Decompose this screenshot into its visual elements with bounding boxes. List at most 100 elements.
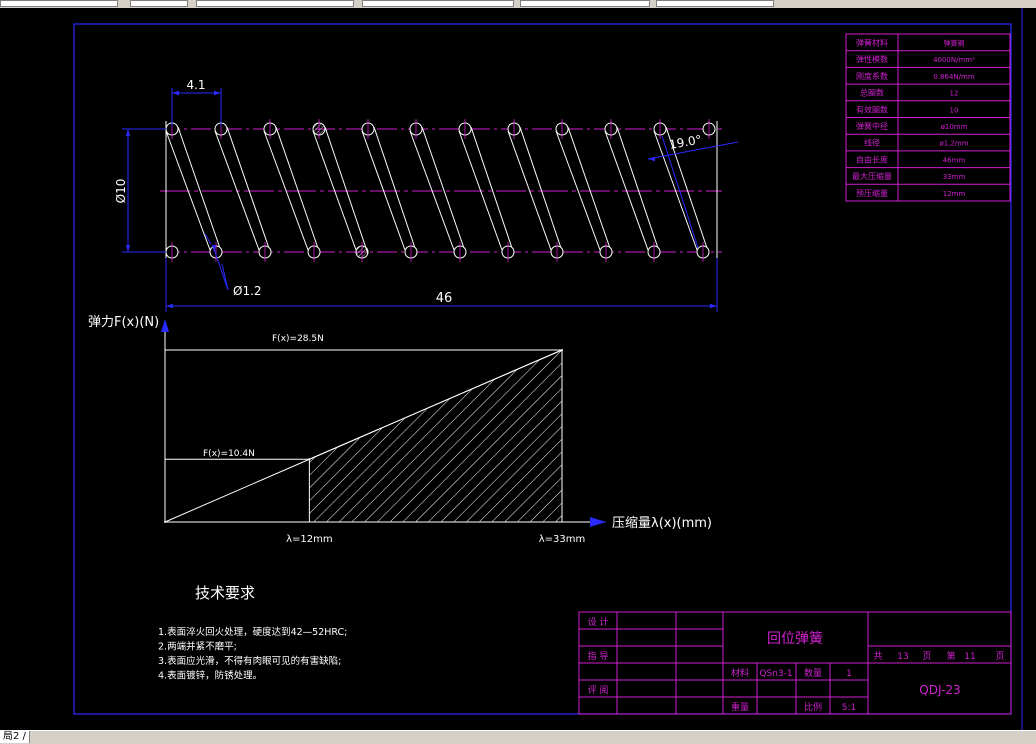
spec-value: 33mm bbox=[943, 173, 966, 181]
spec-value: 12 bbox=[950, 90, 959, 98]
label-pre-compression: λ=12mm bbox=[286, 534, 333, 545]
spec-value: 弹簧钢 bbox=[944, 39, 965, 48]
coil-strand bbox=[312, 130, 357, 251]
dim-pitch: 4.1 bbox=[186, 78, 205, 92]
coil-strand bbox=[226, 126, 272, 255]
label-page-unit-2: 页 bbox=[995, 651, 1004, 662]
spec-label: 弹性模数 bbox=[856, 54, 888, 64]
spec-label: 弹簧中径 bbox=[856, 121, 888, 131]
coil-strand bbox=[665, 126, 710, 255]
color-field[interactable] bbox=[130, 0, 188, 7]
label-page-unit: 页 bbox=[922, 651, 931, 662]
dim-length: 46 bbox=[436, 291, 453, 306]
dim-arrow bbox=[125, 245, 131, 252]
coil-strand bbox=[324, 126, 369, 255]
data-point bbox=[308, 458, 311, 461]
coil-strand bbox=[373, 126, 418, 255]
leader-wire bbox=[221, 263, 229, 291]
spring-view bbox=[160, 119, 722, 262]
dim-arrow bbox=[125, 129, 131, 136]
coil-strand bbox=[616, 126, 661, 255]
dim-arrow bbox=[211, 245, 217, 252]
label-scale: 比例 bbox=[804, 701, 822, 713]
label-total: 共 bbox=[873, 651, 882, 662]
spec-label: 线径 bbox=[864, 138, 880, 148]
label-max-force: F(x)=28.5N bbox=[272, 334, 324, 344]
label-material: 材料 bbox=[731, 667, 749, 679]
coil-strand bbox=[409, 130, 455, 251]
dim-arrow bbox=[172, 90, 179, 96]
part-name: 回位弹簧 bbox=[767, 631, 823, 647]
label-guide: 指 导 bbox=[588, 650, 609, 662]
data-point bbox=[561, 349, 563, 351]
coil-strand bbox=[519, 126, 564, 255]
spec-value: 46mm bbox=[943, 156, 966, 164]
total-pages: 13 bbox=[897, 652, 908, 662]
tech-requirements: 1.表面淬火回火处理，硬度达到42—52HRC;2.两端并紧不磨平;3.表面应光… bbox=[158, 626, 347, 682]
spec-value: 4000N/mm² bbox=[933, 56, 975, 64]
label-weight: 重量 bbox=[731, 701, 749, 713]
coil-strand bbox=[507, 130, 552, 251]
label-design: 设 计 bbox=[588, 616, 609, 628]
quantity-value: 1 bbox=[846, 669, 852, 679]
spec-value: ø1.2mm bbox=[939, 140, 968, 148]
linetype-field[interactable] bbox=[196, 0, 354, 7]
dim-arrow bbox=[648, 156, 655, 162]
page-number: 11 bbox=[964, 652, 975, 662]
style-field[interactable] bbox=[656, 0, 774, 7]
angle-ref-line bbox=[661, 135, 699, 249]
coil-strand bbox=[458, 130, 503, 251]
coil-strand bbox=[263, 130, 309, 251]
leader-wire bbox=[204, 233, 212, 245]
dim-arrow bbox=[214, 90, 221, 96]
dim-wire: Ø1.2 bbox=[233, 284, 262, 298]
spec-label: 自由长度 bbox=[856, 154, 888, 164]
spec-label: 预压缩量 bbox=[856, 188, 888, 198]
label-quantity: 数量 bbox=[804, 667, 822, 679]
dim-angle: 19.0° bbox=[668, 132, 703, 151]
spec-value: 10 bbox=[950, 106, 959, 114]
lineweight-field[interactable] bbox=[362, 0, 514, 7]
leader-wire bbox=[212, 245, 229, 291]
tech-item: 2.两端并紧不磨平; bbox=[158, 641, 237, 653]
data-point bbox=[164, 521, 166, 523]
coil-strand bbox=[177, 126, 223, 255]
y-axis-label: 弹力F(x)(N) bbox=[88, 315, 159, 330]
hatched-work-area bbox=[308, 349, 563, 523]
label-review: 评 阅 bbox=[588, 685, 609, 696]
x-axis-label: 压缩量λ(x)(mm) bbox=[612, 515, 712, 531]
coil-strand bbox=[604, 130, 649, 251]
force-line-segment bbox=[309, 349, 563, 460]
tech-item: 4.表面镀锌，防锈处理。 bbox=[158, 670, 262, 682]
y-axis-arrow bbox=[161, 319, 169, 332]
spec-label: 弹簧材料 bbox=[856, 38, 888, 48]
coil-strand bbox=[421, 126, 467, 255]
tech-title: 技术要求 bbox=[195, 584, 255, 602]
force-line-segment bbox=[164, 458, 310, 523]
drawing-number: QDJ-23 bbox=[919, 683, 960, 697]
coil-strand bbox=[555, 130, 601, 251]
coil-strand bbox=[567, 126, 613, 255]
spec-label: 有效圈数 bbox=[856, 104, 888, 114]
plotstyle-field[interactable] bbox=[520, 0, 650, 7]
spec-label: 最大压缩量 bbox=[852, 171, 892, 181]
layout-tab[interactable]: 局2 / bbox=[0, 731, 30, 743]
coil-strand bbox=[361, 130, 406, 251]
spec-value: 12mm bbox=[943, 190, 966, 198]
dim-line-angle bbox=[647, 141, 739, 160]
force-graph: 弹力F(x)(N) 压缩量λ(x)(mm) F(x)=28.5N F(x)=10.4N… bbox=[88, 315, 712, 545]
spec-value: ø10mm bbox=[941, 123, 968, 131]
coil-strand bbox=[214, 130, 260, 251]
label-pre-force: F(x)=10.4N bbox=[203, 449, 255, 459]
status-bar: 局2 / bbox=[0, 730, 1036, 744]
drawing-border bbox=[73, 23, 1012, 715]
layer-field[interactable] bbox=[0, 0, 118, 7]
scale-value: 5:1 bbox=[842, 703, 856, 713]
tech-item: 3.表面应光滑，不得有肉眼可见的有害缺陷; bbox=[158, 655, 341, 667]
coil-strand bbox=[653, 130, 698, 251]
coil-strand bbox=[470, 126, 515, 255]
label-page: 第 bbox=[946, 650, 955, 662]
